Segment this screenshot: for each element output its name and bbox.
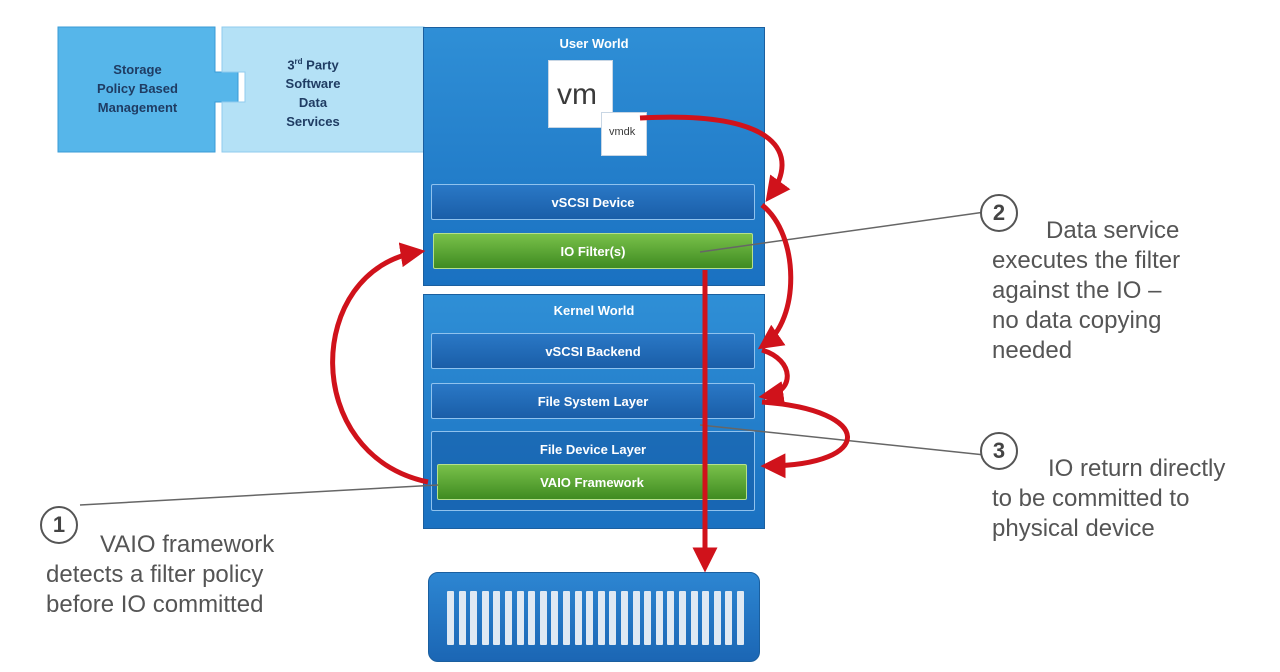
annotation-number-2: 2 [980, 194, 1018, 232]
annotation-text-3: IO return directly to be committed to ph… [992, 455, 1226, 542]
drive-slot [516, 591, 524, 645]
vaio-framework-layer: VAIO Framework [437, 464, 747, 500]
third-party-label: 3rd Party Software Data Services [285, 57, 341, 130]
ordinal-suffix: rd [294, 57, 303, 66]
vmdk-label: vmdk [609, 126, 636, 138]
drive-slot [713, 591, 721, 645]
drive-slot [563, 591, 570, 645]
drive-slot [644, 591, 652, 645]
vm-label: vm [557, 78, 597, 111]
drive-slot [528, 591, 536, 645]
annotation-number-3: 3 [980, 432, 1018, 470]
drive-slot [725, 591, 733, 645]
drive-slot [621, 591, 628, 645]
file-device-layer-title: File Device Layer [539, 442, 647, 457]
drive-slot [586, 591, 594, 645]
drive-slot [737, 591, 744, 645]
vscsi-device-layer: vSCSI Device [431, 184, 755, 220]
physical-storage-device [428, 572, 760, 662]
drive-slot [655, 591, 663, 645]
drive-slot [493, 591, 501, 645]
drive-slot [481, 591, 489, 645]
vscsi-backend-layer: vSCSI Backend [431, 333, 755, 369]
vm-icon: vm [548, 60, 613, 128]
drive-slot [632, 591, 640, 645]
drive-slot [458, 591, 466, 645]
drive-slot [597, 591, 605, 645]
annotation-text-1: VAIO framework detects a filter policy b… [46, 531, 275, 618]
drive-slot [470, 591, 478, 645]
annotation-text-2: Data service executes the filter against… [992, 217, 1181, 364]
drive-slot [539, 591, 547, 645]
drive-slot [679, 591, 686, 645]
drive-slot [574, 591, 582, 645]
vmdk-icon: vmdk [601, 112, 647, 156]
file-system-layer: File System Layer [431, 383, 755, 419]
io-filters-layer: IO Filter(s) [433, 233, 753, 269]
user-world-title: User World [559, 36, 629, 51]
drive-slot [551, 591, 559, 645]
drive-slot [505, 591, 512, 645]
kernel-world-title: Kernel World [553, 303, 635, 318]
drive-slot [702, 591, 710, 645]
spbm-label: Storage Policy Based Management [97, 62, 178, 115]
annotation-number-1: 1 [40, 506, 78, 544]
drive-slot [447, 591, 454, 645]
drive-slot [667, 591, 675, 645]
drive-slot [609, 591, 617, 645]
drive-slot [690, 591, 698, 645]
